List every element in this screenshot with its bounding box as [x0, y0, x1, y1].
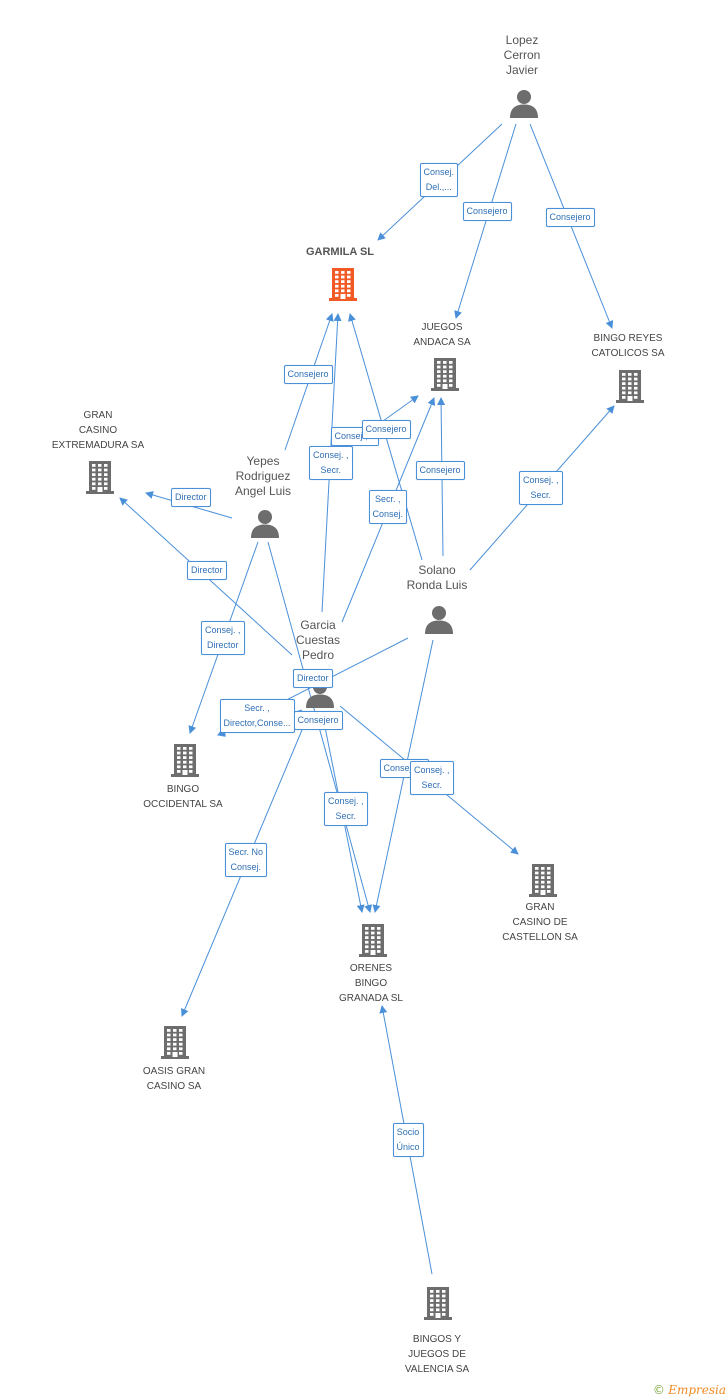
relation-label-e15[interactable]: Secr. , Director,Conse...: [219, 699, 295, 733]
company-building-icon[interactable]: [160, 1025, 190, 1064]
company-building-icon[interactable]: [615, 369, 645, 408]
node-label-orenes[interactable]: ORENES BINGO GRANADA SL: [339, 962, 403, 1004]
relation-label-e7[interactable]: Consej. , Secr.: [309, 446, 353, 480]
relation-label-e20[interactable]: Secr. No Consej.: [224, 843, 268, 877]
node-label-garmila[interactable]: GARMILA SL: [305, 245, 375, 258]
relation-label-e10[interactable]: Consej. , Secr.: [519, 471, 563, 505]
relation-label-e11[interactable]: Director: [171, 487, 211, 507]
node-label-garcia[interactable]: Garcia Cuestas Pedro: [295, 617, 341, 662]
relation-label-e1[interactable]: Consej. Del.,...: [419, 163, 459, 197]
relation-label-e4[interactable]: Consejero: [283, 364, 333, 384]
company-building-icon[interactable]: [358, 923, 388, 962]
node-label-bingoreyes[interactable]: BINGO REYES CATOLICOS SA: [591, 333, 665, 359]
node-label-solano[interactable]: Solano Ronda Luis: [406, 563, 468, 592]
node-label-grancasinocast[interactable]: GRAN CASINO DE CASTELLON SA: [502, 901, 578, 943]
person-icon[interactable]: [509, 88, 539, 123]
relation-label-e13[interactable]: Consej. , Director: [201, 621, 245, 655]
node-label-yepes[interactable]: Yepes Rodriguez Angel Luis: [234, 453, 292, 498]
company-building-icon[interactable]: [170, 743, 200, 782]
relation-label-e12[interactable]: Director: [187, 560, 227, 580]
relation-label-e14[interactable]: Director: [293, 668, 333, 688]
relation-label-e2[interactable]: Consejero: [462, 201, 512, 221]
relation-label-e9[interactable]: Secr. , Consej.: [368, 490, 408, 524]
company-building-icon[interactable]: [430, 357, 460, 396]
relation-label-e8[interactable]: Consejero: [415, 460, 465, 480]
relation-label-e6[interactable]: Consejero: [361, 419, 411, 439]
relation-label-e19[interactable]: Consej. , Secr.: [410, 761, 454, 795]
node-label-bingooccidental[interactable]: BINGO OCCIDENTAL SA: [143, 784, 223, 810]
node-label-oasis[interactable]: OASIS GRAN CASINO SA: [142, 1066, 206, 1092]
brand-logo[interactable]: Empresia: [668, 1383, 726, 1397]
copyright-mark: ©: [652, 1383, 665, 1397]
person-icon[interactable]: [424, 604, 454, 639]
node-label-juegos[interactable]: JUEGOS ANDACA SA: [413, 322, 471, 348]
person-icon[interactable]: [250, 508, 280, 543]
focus-company-building-icon[interactable]: [328, 267, 358, 306]
node-label-lopez[interactable]: Lopez Cerron Javier: [503, 32, 541, 77]
company-building-icon[interactable]: [528, 863, 558, 902]
company-building-icon[interactable]: [85, 460, 115, 499]
relation-label-e21[interactable]: Socio Único: [392, 1123, 424, 1157]
relation-label-e16[interactable]: Consejero: [293, 710, 343, 730]
node-label-bingosvalencia[interactable]: BINGOS Y JUEGOS DE VALENCIA SA: [404, 1333, 470, 1375]
edges-layer: [119, 123, 615, 1275]
relation-label-e3[interactable]: Consejero: [545, 207, 595, 227]
node-label-grancasinoext[interactable]: GRAN CASINO EXTREMADURA SA: [51, 409, 145, 451]
edge-line-e2: [454, 123, 517, 319]
relation-label-e17[interactable]: Consej. , Secr.: [324, 792, 368, 826]
footer: © Empresia: [653, 1383, 726, 1397]
company-building-icon[interactable]: [423, 1286, 453, 1325]
